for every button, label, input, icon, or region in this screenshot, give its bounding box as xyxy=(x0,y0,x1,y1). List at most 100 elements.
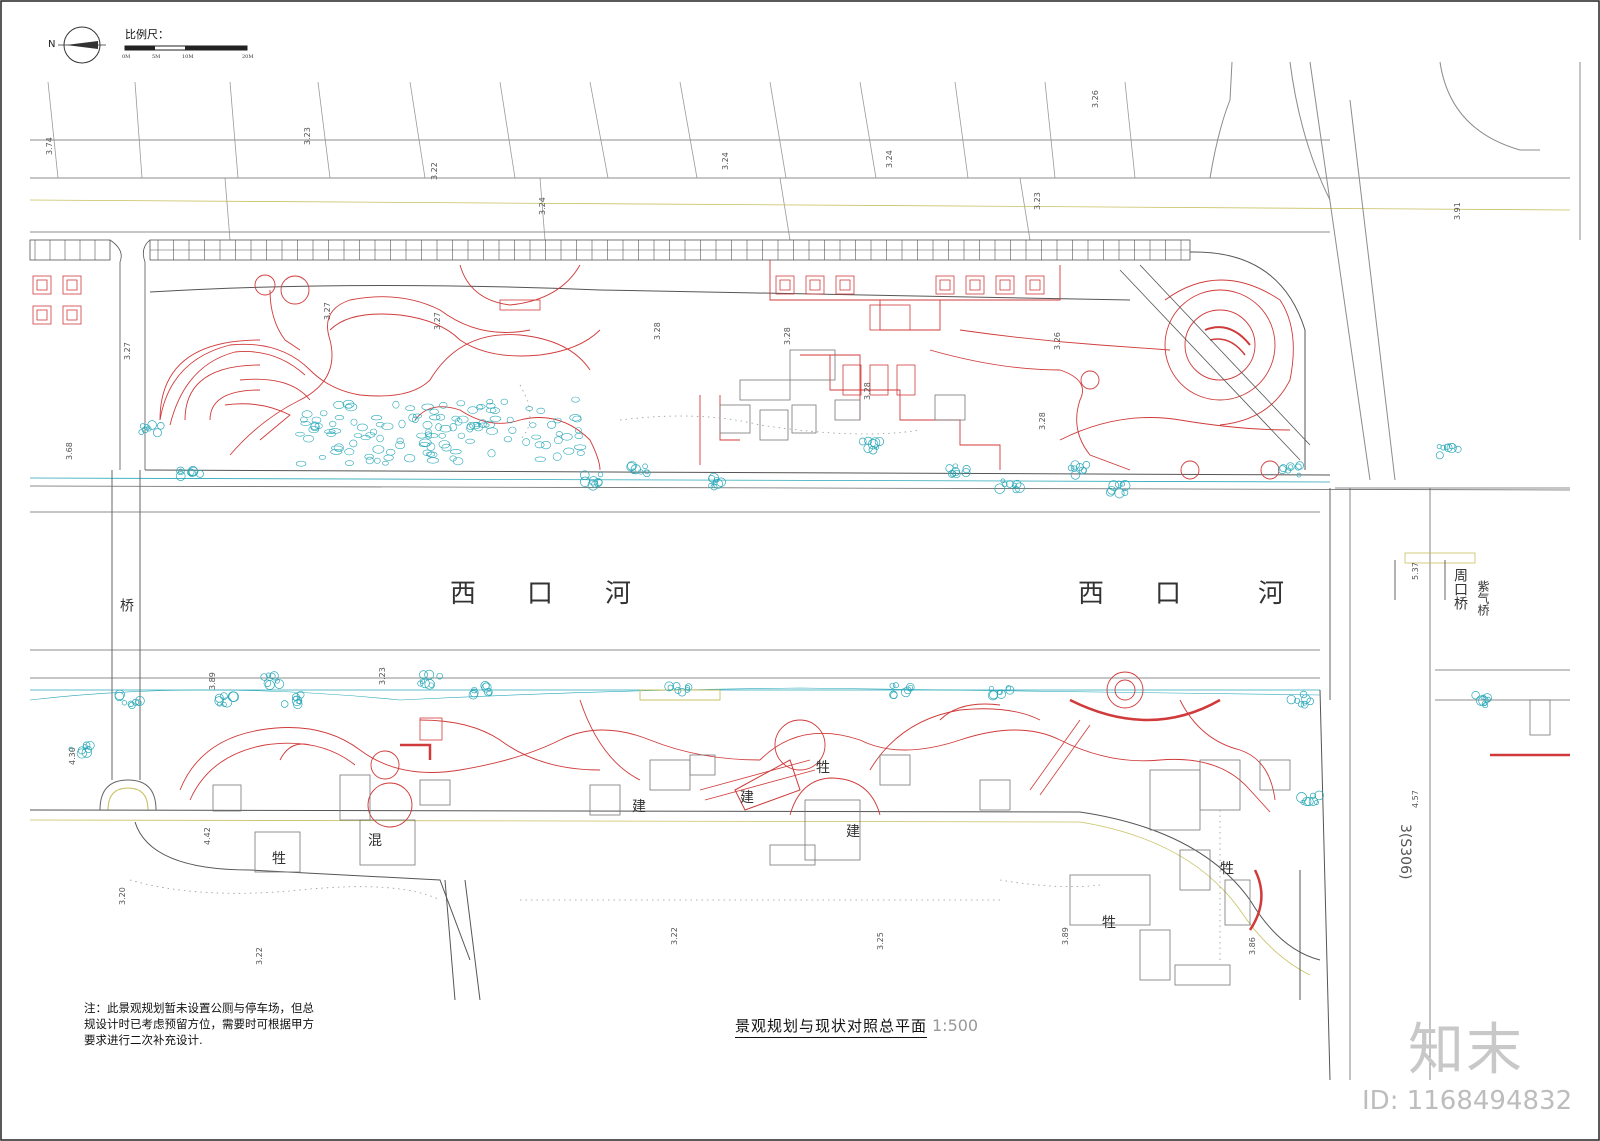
stepping-stone xyxy=(333,443,345,452)
tree-planter-inner xyxy=(779,279,791,291)
scale-tick: 20M xyxy=(242,54,253,60)
shrub xyxy=(644,469,650,475)
elevation-label: 3.24 xyxy=(721,152,730,170)
shrub xyxy=(1297,701,1305,708)
shrub xyxy=(962,465,971,474)
shrub xyxy=(175,471,186,481)
shrub xyxy=(147,420,157,430)
contour-lines xyxy=(129,384,1221,960)
shrub xyxy=(630,468,637,475)
shrub xyxy=(274,679,285,689)
stepping-stone xyxy=(349,439,358,448)
stepping-stone xyxy=(536,407,546,415)
shrub xyxy=(903,686,912,695)
scale-tick: 0M xyxy=(122,54,130,60)
stepping-stone xyxy=(396,437,404,444)
building-label: 建 xyxy=(740,790,754,806)
south-park-boundary xyxy=(29,689,1331,1081)
shrub xyxy=(712,478,723,489)
shrub xyxy=(1485,696,1491,702)
shrub xyxy=(221,701,227,708)
shrub xyxy=(263,679,272,687)
elevation-label: 3.86 xyxy=(1248,937,1257,955)
river-label-char: 河 xyxy=(1258,579,1285,609)
north-road xyxy=(29,61,1581,481)
stepping-stone xyxy=(441,443,452,452)
stepping-stone xyxy=(392,400,400,409)
shrub xyxy=(145,425,152,432)
shrub xyxy=(264,680,275,690)
stepping-stone xyxy=(486,399,494,405)
stepping-stone xyxy=(540,441,551,450)
right-bridge xyxy=(1394,552,1476,600)
shrub xyxy=(1294,463,1302,471)
river-label-char: 河 xyxy=(605,579,632,609)
shrub xyxy=(892,682,899,689)
property-lines-north xyxy=(47,81,1136,241)
shrub xyxy=(292,693,300,701)
shrub xyxy=(1443,443,1453,453)
stepping-stone xyxy=(454,417,463,426)
shrub xyxy=(588,476,599,486)
shrub xyxy=(217,701,222,707)
scale-label: 比例尺： xyxy=(125,28,169,41)
stepping-stone xyxy=(303,435,314,443)
stepping-stone xyxy=(311,416,322,424)
stepping-stone xyxy=(295,460,307,467)
shrub xyxy=(1000,478,1006,484)
elevation-label: 3.27 xyxy=(433,312,442,330)
stepping-stone xyxy=(426,457,439,464)
design-note: 注：此景观规划暂未设置公厕与停车场，但总规设计时已考虑预留方位，需要时可根据甲方… xyxy=(84,1001,314,1047)
left-bridge xyxy=(99,470,157,811)
stepping-stone xyxy=(534,441,545,449)
shrub xyxy=(1075,463,1084,472)
stepping-stone xyxy=(376,434,384,443)
shrub xyxy=(1107,485,1116,495)
shrub xyxy=(874,436,885,447)
shrub xyxy=(674,686,682,694)
shrub xyxy=(220,692,228,701)
tree-planter xyxy=(62,275,82,295)
shrub xyxy=(1295,461,1304,470)
stepping-stone xyxy=(466,423,474,433)
tree-planter-inner xyxy=(36,279,48,291)
shrub xyxy=(296,699,302,705)
left-bridge-label: 桥 xyxy=(118,598,134,612)
watermark-id: ID: 1168494832 xyxy=(1362,1086,1573,1116)
stepping-stone xyxy=(426,433,439,439)
shrub xyxy=(890,691,898,700)
stepping-stone xyxy=(487,449,496,458)
road-label: 3(S306) xyxy=(1397,824,1413,880)
tree-planter xyxy=(835,275,855,295)
shrub xyxy=(1011,482,1018,489)
stepping-stone xyxy=(356,423,368,432)
stepping-stone xyxy=(457,432,466,439)
tree-planter xyxy=(995,275,1015,295)
stepping-stone xyxy=(561,433,573,441)
stepping-stone xyxy=(477,422,490,428)
stepping-stone xyxy=(425,431,432,440)
shrub xyxy=(1314,790,1324,801)
stepping-stone xyxy=(547,420,557,429)
elevation-label: 3.22 xyxy=(255,947,264,965)
tree-planter-inner xyxy=(969,279,981,291)
stepping-stone xyxy=(375,422,385,428)
shrub xyxy=(710,483,718,491)
north-label: N xyxy=(48,39,55,50)
shrub xyxy=(469,688,479,698)
shrub xyxy=(85,740,95,751)
stepping-stone xyxy=(314,423,323,429)
shrub xyxy=(135,699,142,706)
shrub xyxy=(1296,472,1302,478)
shrub xyxy=(858,437,867,446)
stepping-stone xyxy=(326,431,336,437)
shrub xyxy=(1121,489,1129,496)
shrub xyxy=(1105,487,1115,497)
shrub xyxy=(1006,480,1014,488)
stepping-stone xyxy=(300,416,308,423)
shrub xyxy=(961,468,971,478)
stepping-stone xyxy=(329,420,337,428)
shrub xyxy=(664,681,675,692)
elevation-label: 5.37 xyxy=(1411,562,1420,580)
shrub xyxy=(291,695,303,706)
